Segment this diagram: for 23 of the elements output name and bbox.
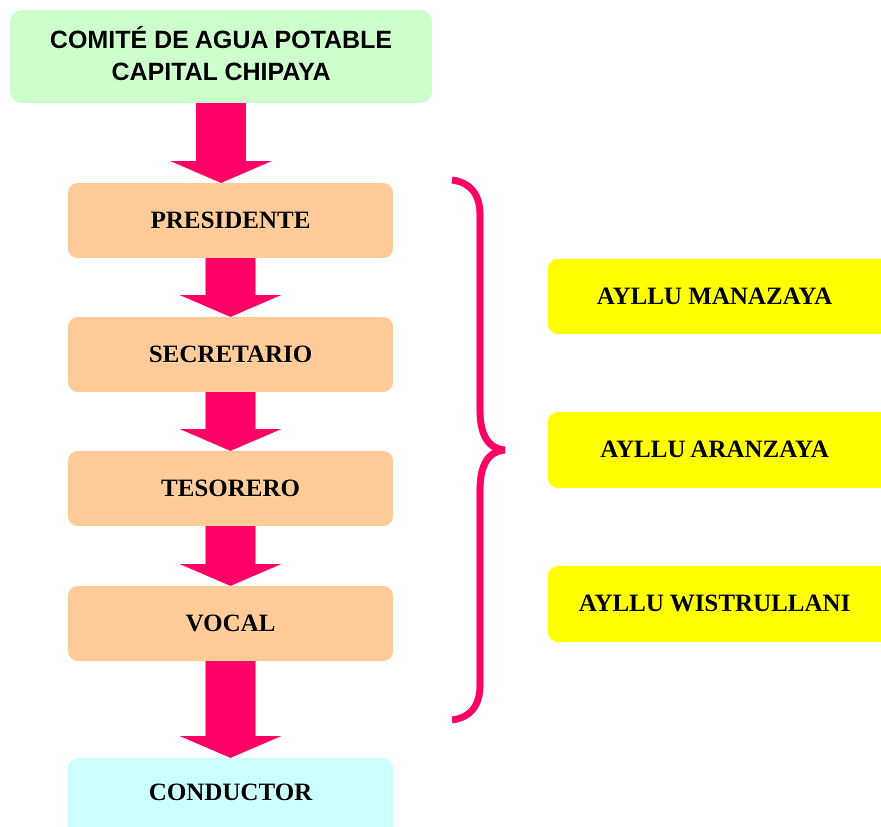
node-label: COMITÉ DE AGUA POTABLE CAPITAL CHIPAYA <box>48 25 394 88</box>
role-box <box>68 586 393 661</box>
node-label: VOCAL <box>186 610 276 638</box>
role-box <box>68 758 393 827</box>
role-box <box>68 451 393 526</box>
block-arrow <box>170 103 272 183</box>
node-label: PRESIDENTE <box>150 206 310 234</box>
block-arrow <box>180 526 282 586</box>
node-label: AYLLU ARANZAYA <box>600 436 829 464</box>
community-box <box>548 412 881 488</box>
community-box <box>548 566 881 642</box>
role-box <box>68 183 393 258</box>
block-arrow <box>180 258 282 317</box>
node-label: AYLLU WISTRULLANI <box>578 590 850 618</box>
node-label: TESORERO <box>161 474 300 502</box>
node-label: AYLLU MANAZAYA <box>596 282 832 310</box>
role-box <box>68 317 393 392</box>
community-box <box>548 259 881 334</box>
title-box <box>10 10 432 103</box>
node-label: CONDUCTOR <box>148 778 312 806</box>
block-arrow <box>180 661 282 758</box>
node-label: SECRETARIO <box>148 340 312 368</box>
block-arrow <box>180 392 282 451</box>
